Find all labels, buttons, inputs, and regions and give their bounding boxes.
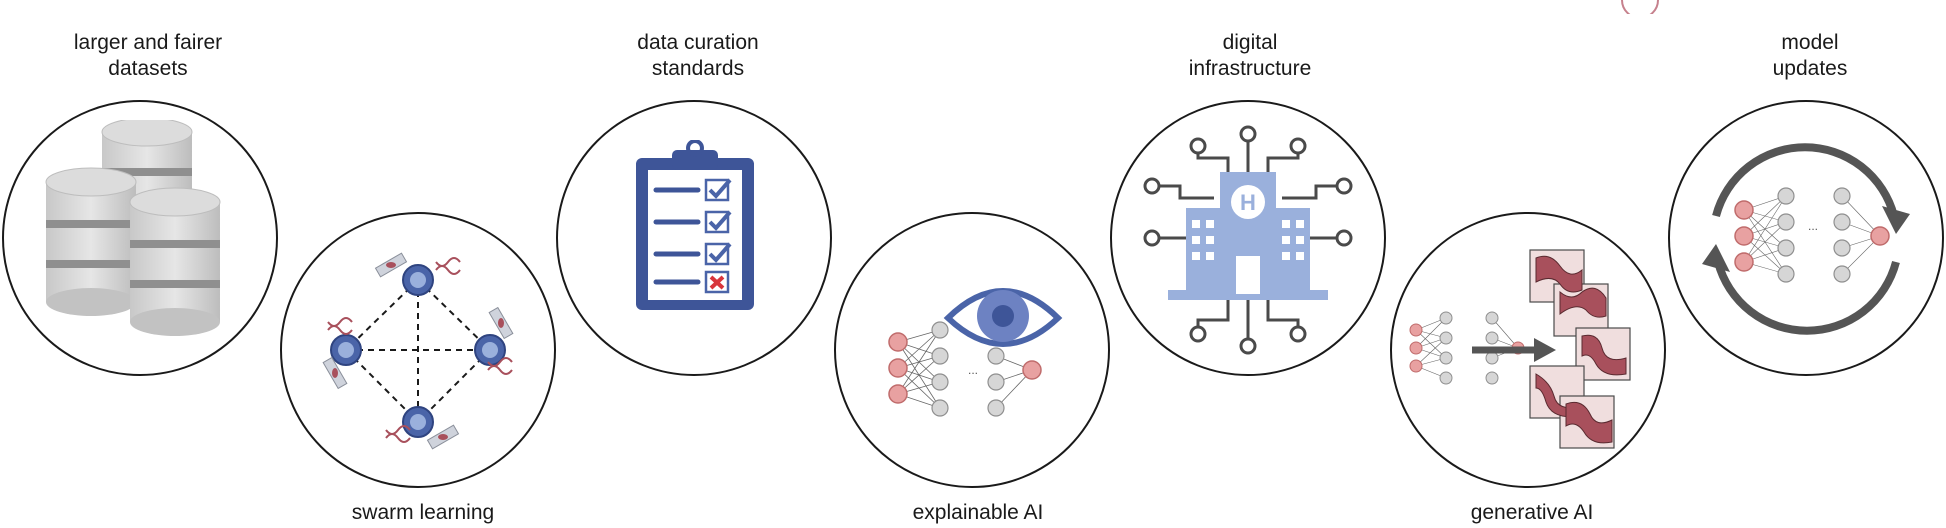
hospital-network-icon: H	[1143, 125, 1353, 355]
clipboard-checklist-icon	[636, 140, 754, 310]
label-model-updates: model updates	[1772, 31, 1848, 80]
hospital-letter: H	[1240, 190, 1256, 215]
swarm-network-icon	[322, 252, 514, 450]
partial-badge-icon	[1621, 0, 1659, 14]
circle-explainable-ai	[834, 212, 1110, 488]
model-update-cycle-icon: ...	[1702, 143, 1910, 335]
generative-ai-icon	[1409, 249, 1631, 449]
label-explainable-ai: explainable AI	[912, 501, 1044, 524]
nn-ellipsis-label: ...	[968, 363, 978, 377]
label-digital-infrastructure: digital infrastructure	[1188, 31, 1312, 80]
label-datasets: larger and fairer datasets	[73, 31, 223, 80]
database-stack-icon	[45, 120, 221, 336]
label-data-curation: data curation standards	[637, 31, 759, 80]
label-swarm-learning: swarm learning	[351, 501, 495, 524]
nn-ellipsis-label-updates: ...	[1808, 219, 1818, 233]
label-generative-ai: generative AI	[1470, 501, 1594, 524]
explainable-ai-icon: ...	[888, 288, 1063, 417]
